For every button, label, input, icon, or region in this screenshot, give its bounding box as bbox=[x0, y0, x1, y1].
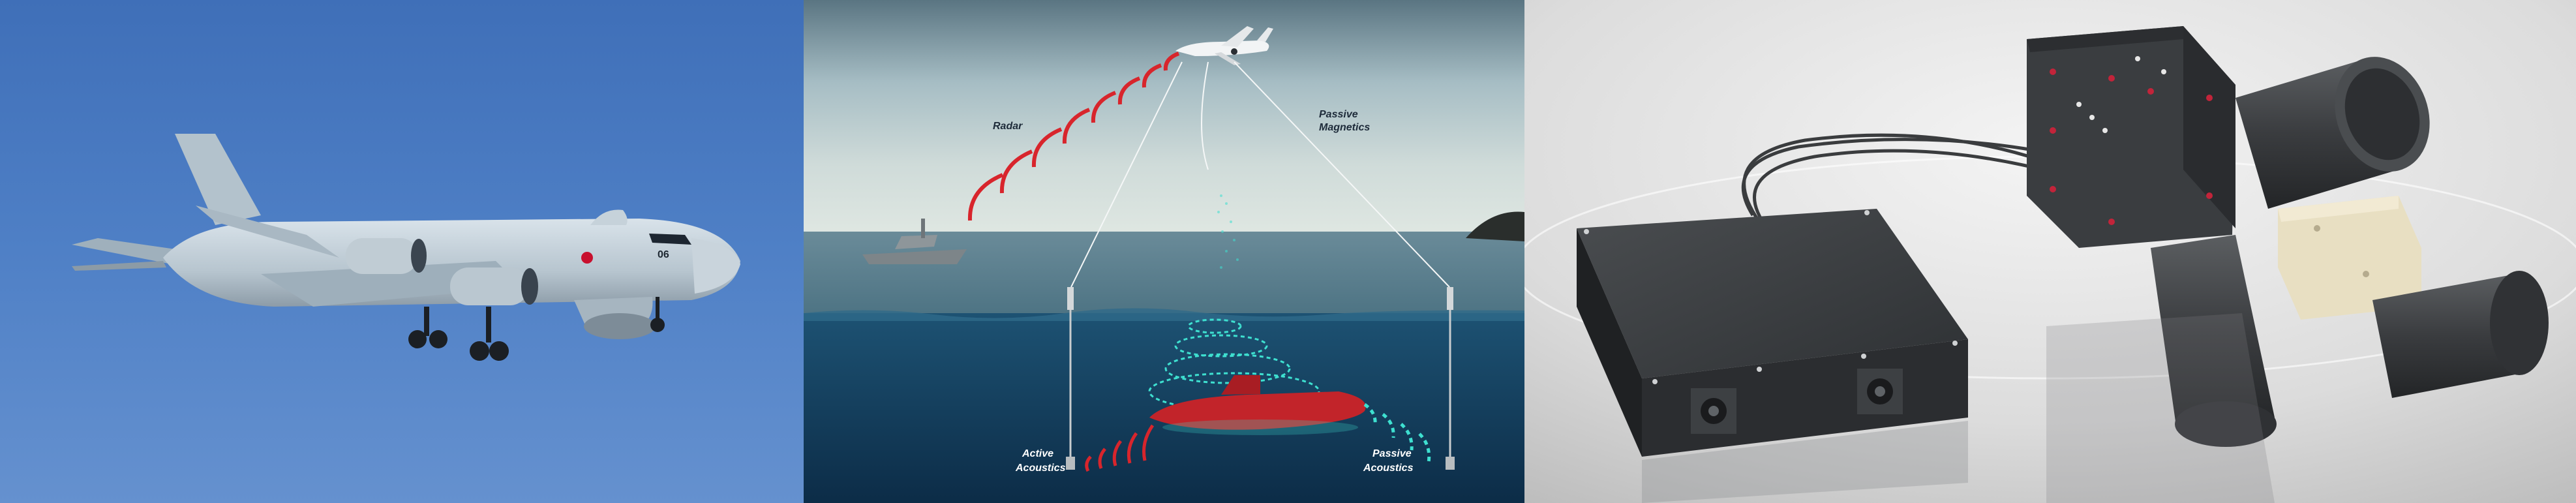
label-radar: Radar bbox=[993, 121, 1023, 132]
island bbox=[1466, 211, 1524, 241]
asw-sensor-diagram-panel: Radar Passive Magnetics Active Acoustics… bbox=[804, 0, 1524, 503]
sensor-hardware-render bbox=[1524, 0, 2576, 503]
asw-sensor-diagram: Radar Passive Magnetics Active Acoustics… bbox=[804, 0, 1524, 503]
magnetometer-assembly bbox=[2027, 26, 2549, 447]
connector-right bbox=[1857, 369, 1903, 414]
label-passive-acoustics-1: Passive bbox=[1372, 448, 1412, 459]
sonobuoy-left bbox=[1066, 287, 1075, 470]
aircraft-photo-panel: 06 bbox=[0, 0, 804, 503]
connector-left bbox=[1691, 388, 1736, 434]
radar-waves bbox=[967, 52, 1180, 221]
sonobuoy-right bbox=[1446, 287, 1455, 470]
preamp-block bbox=[2278, 196, 2421, 320]
data-link-lines bbox=[1070, 61, 1450, 288]
label-passive-magnetics-1: Passive bbox=[1319, 109, 1358, 120]
engine bbox=[346, 238, 427, 274]
sensor-cylinder-top bbox=[2235, 57, 2430, 209]
magnetic-field-dots bbox=[1217, 194, 1239, 269]
ship bbox=[862, 219, 967, 264]
electronics-box bbox=[1577, 209, 1968, 457]
active-acoustic-waves bbox=[1085, 424, 1155, 472]
aircraft: 06 bbox=[72, 134, 740, 361]
sensor-cylinder-left bbox=[2151, 235, 2277, 447]
sensor-cylinder-right bbox=[2372, 271, 2549, 398]
tail-number: 06 bbox=[658, 249, 669, 260]
passive-acoustic-waves bbox=[1363, 403, 1431, 463]
label-active-acoustics-2: Acoustics bbox=[1015, 463, 1066, 474]
sensor-hardware-render-panel bbox=[1524, 0, 2576, 503]
label-passive-acoustics-2: Acoustics bbox=[1363, 463, 1414, 474]
label-passive-magnetics-2: Magnetics bbox=[1319, 122, 1370, 133]
aircraft-photo: 06 bbox=[0, 0, 804, 503]
engine bbox=[450, 267, 538, 305]
label-active-acoustics-1: Active bbox=[1022, 448, 1053, 459]
maritime-patrol-aircraft bbox=[1175, 26, 1273, 65]
cables bbox=[1741, 133, 2044, 230]
submarine bbox=[1149, 375, 1366, 435]
